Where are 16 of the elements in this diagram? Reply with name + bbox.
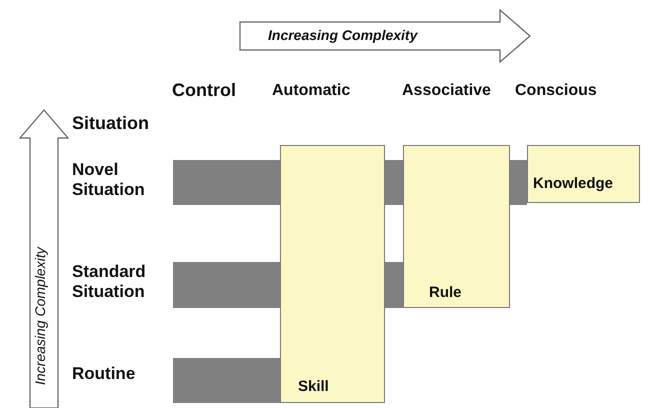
column-header: Associative (402, 82, 491, 100)
row-label: Standard Situation (72, 262, 147, 302)
level-box (280, 145, 385, 403)
row-label: Novel Situation (72, 160, 146, 200)
level-box (403, 145, 510, 308)
level-label: Knowledge (533, 175, 614, 192)
level-label: Skill (298, 378, 329, 395)
row-label: Routine (72, 364, 136, 384)
arrow-label: Increasing Complexity (32, 247, 48, 385)
column-header: Control (172, 80, 236, 101)
column-header: Conscious (515, 82, 597, 100)
arrow-label: Increasing Complexity (268, 27, 418, 44)
column-header: Automatic (272, 82, 350, 100)
level-box (527, 145, 640, 203)
level-label: Rule (429, 284, 462, 301)
row-header: Situation (72, 113, 149, 134)
